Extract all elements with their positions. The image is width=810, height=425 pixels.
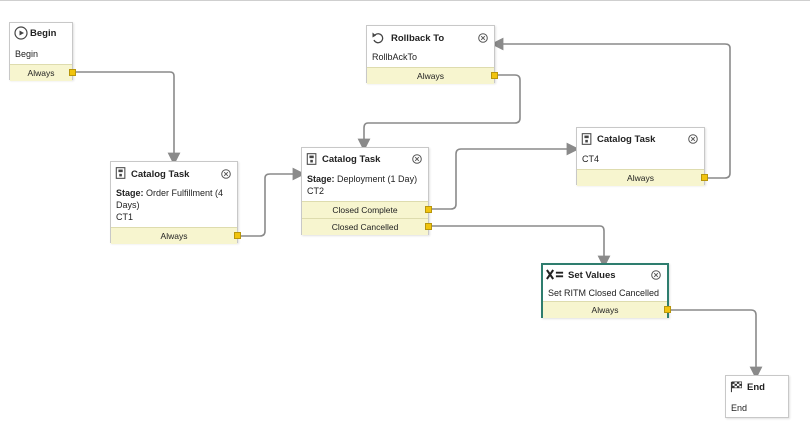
- condition-always: Always: [111, 227, 241, 244]
- connector-ct2-complete-to-ct4: [428, 142, 580, 210]
- condition-always: Always: [367, 67, 498, 84]
- condition-closed-cancelled: Closed Cancelled: [302, 218, 432, 235]
- connector-rollback-to-ct2: [357, 74, 521, 152]
- catalog-task-icon: [306, 153, 317, 165]
- catalog-task-ct4-node[interactable]: Catalog Task CT4 Always: [576, 127, 708, 186]
- condition-always: Always: [10, 64, 76, 81]
- condition-always: Always: [543, 301, 671, 318]
- node-title: Rollback To: [391, 33, 445, 44]
- node-subtitle: Begin: [15, 49, 39, 59]
- set-values-node[interactable]: Set Values Set RITM Closed Cancelled Alw…: [541, 263, 671, 318]
- close-icon[interactable]: [688, 134, 698, 144]
- catalog-task-icon: [115, 167, 126, 179]
- node-title: Catalog Task: [322, 154, 381, 165]
- node-name: CT1: [116, 212, 134, 222]
- play-circle-icon: [14, 26, 28, 40]
- node-subtitle: End: [731, 403, 748, 413]
- checkered-flag-icon: [730, 381, 742, 393]
- connector-ct1-to-ct2: [237, 167, 306, 237]
- node-title: Begin: [30, 28, 57, 39]
- catalog-task-ct2-node[interactable]: Catalog Task Stage: Deployment (1 Day) C…: [301, 147, 432, 235]
- close-icon[interactable]: [478, 33, 488, 43]
- condition-closed-complete: Closed Complete: [302, 201, 432, 218]
- connector-ct2-cancelled-to-setvalues: [428, 225, 611, 269]
- exit-port[interactable]: [425, 206, 432, 213]
- exit-port[interactable]: [664, 306, 671, 313]
- catalog-task-ct1-node[interactable]: Catalog Task Stage: Order Fulfillment (4…: [110, 161, 241, 244]
- begin-node[interactable]: Begin Begin Always: [9, 22, 76, 81]
- catalog-task-icon: [581, 133, 592, 145]
- top-divider: [0, 0, 810, 1]
- close-icon[interactable]: [221, 169, 231, 179]
- node-stage: Stage: Order Fulfillment (4 Days): [116, 188, 224, 210]
- close-icon[interactable]: [651, 270, 661, 280]
- node-name: CT4: [582, 154, 600, 164]
- condition-always: Always: [577, 169, 708, 186]
- exit-port[interactable]: [701, 174, 708, 181]
- node-subtitle: Set RITM Closed Cancelled: [548, 288, 660, 298]
- rollback-node[interactable]: Rollback To RollbAckTo Always: [366, 25, 498, 84]
- node-stage: Stage: Deployment (1 Day): [307, 174, 418, 184]
- node-title: End: [747, 382, 765, 393]
- undo-arrow-icon: [372, 32, 384, 44]
- connector-setvalues-to-end: [668, 309, 763, 380]
- exit-port[interactable]: [491, 72, 498, 79]
- node-title: Catalog Task: [131, 169, 190, 180]
- exit-port[interactable]: [234, 232, 241, 239]
- node-name: CT2: [307, 186, 325, 196]
- node-subtitle: RollbAckTo: [372, 52, 418, 62]
- node-title: Catalog Task: [597, 134, 656, 145]
- exit-port[interactable]: [69, 69, 76, 76]
- connector-ct4-to-rollback: [490, 37, 731, 179]
- end-node[interactable]: End End: [725, 375, 789, 418]
- set-values-icon: [546, 269, 564, 280]
- exit-port[interactable]: [425, 223, 432, 230]
- node-title: Set Values: [568, 270, 616, 281]
- connector-begin-to-ct1: [71, 71, 181, 166]
- close-icon[interactable]: [412, 154, 422, 164]
